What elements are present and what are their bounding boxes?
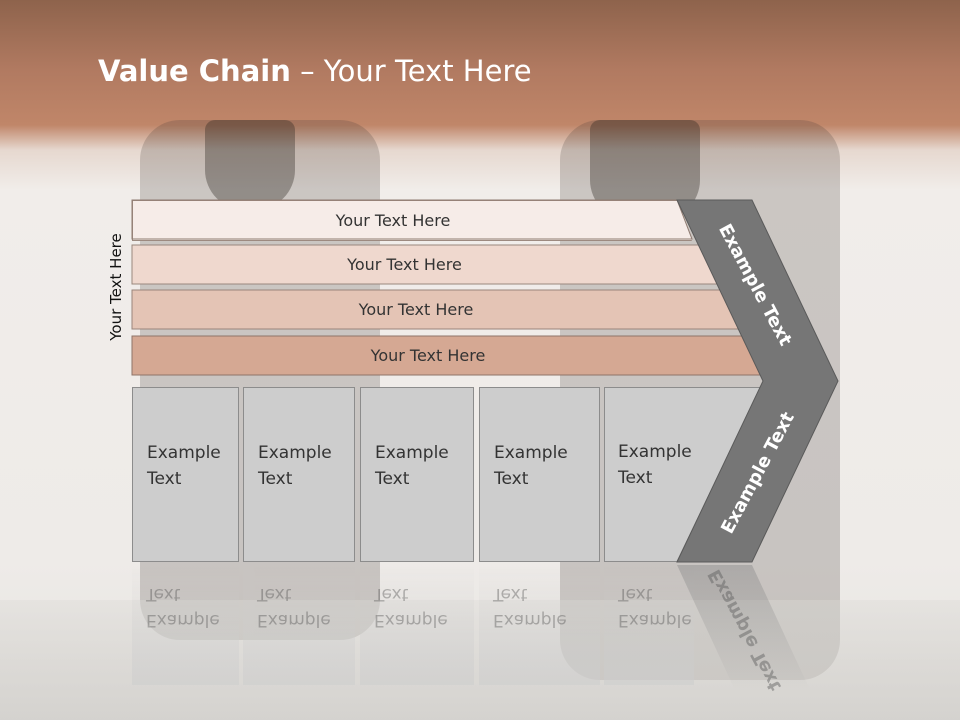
margin-chevron-reflection — [677, 565, 810, 690]
activity-box-3-line2: Text — [375, 469, 410, 489]
activity-box-4-line2: Text — [494, 469, 529, 489]
activity-box-5[interactable]: Example Text — [604, 387, 764, 562]
activity-box-1-line1: Example — [147, 443, 221, 463]
background-photo-dress-left — [205, 120, 295, 210]
slide-title[interactable]: Value Chain – Your Text Here — [98, 54, 532, 88]
slide-title-bold: Value Chain — [98, 54, 291, 88]
activity-box-1[interactable]: Example Text — [132, 387, 239, 562]
activity-box-4-line1: Example — [494, 443, 568, 463]
margin-chevron-shape — [676, 199, 839, 563]
activity-box-2[interactable]: Example Text — [243, 387, 355, 562]
activity-box-5-line1: Example — [618, 442, 692, 462]
activity-box-3[interactable]: Example Text — [360, 387, 474, 562]
slide-title-rest: – Your Text Here — [290, 54, 532, 88]
activity-box-2-line2: Text — [258, 469, 293, 489]
activity-box-3-line1: Example — [375, 443, 449, 463]
activity-box-5-line2: Text — [618, 468, 653, 488]
activity-box-4[interactable]: Example Text — [479, 387, 600, 562]
activity-box-2-line1: Example — [258, 443, 332, 463]
activity-box-1-line2: Text — [147, 469, 182, 489]
